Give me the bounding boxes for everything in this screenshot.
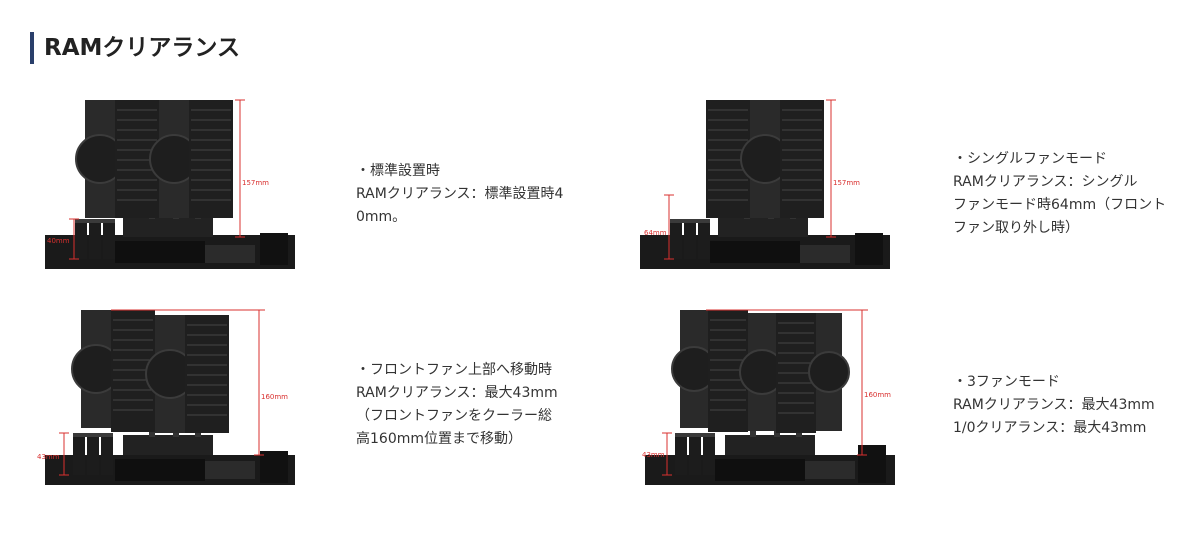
title-accent-bar — [30, 32, 34, 64]
description-heading: ・フロントファン上部へ移動時 — [356, 362, 552, 378]
cooler-diagram-single-fan: 157mm 64mm — [640, 95, 895, 280]
height-label: 157mm — [833, 179, 860, 187]
ram-clearance-label: 43mm — [37, 453, 60, 461]
description-heading: ・3ファンモード — [953, 374, 1060, 390]
cooler-diagram-front-fan-raised: 160mm 43mm — [35, 305, 300, 490]
description-line: ファンモード時64mm（フロント — [953, 197, 1167, 213]
cooler-diagram-standard: 157mm 40mm — [45, 95, 300, 280]
description-standard: ・標準設置時 RAMクリアランス：標準設置時4 0mm。 — [356, 160, 563, 229]
description-line: RAMクリアランス：最大43mm — [953, 397, 1155, 413]
description-line: RAMクリアランス：標準設置時4 — [356, 186, 564, 202]
description-line: 高160mm位置まで移動） — [356, 431, 522, 447]
description-heading: ・標準設置時 — [356, 163, 440, 179]
height-label: 157mm — [242, 179, 269, 187]
description-three-fan: ・3ファンモード RAMクリアランス：最大43mm 1/0クリアランス：最大43… — [953, 371, 1155, 440]
description-front-fan-raised: ・フロントファン上部へ移動時 RAMクリアランス：最大43mm （フロントファン… — [356, 359, 558, 451]
height-label: 160mm — [864, 391, 891, 399]
ram-clearance-label: 40mm — [47, 237, 70, 245]
description-line: 0mm。 — [356, 209, 407, 225]
description-single-fan: ・シングルファンモード RAMクリアランス：シングル ファンモード時64mm（フ… — [953, 148, 1166, 240]
description-line: RAMクリアランス：最大43mm — [356, 385, 558, 401]
description-line: 1/0クリアランス：最大43mm — [953, 420, 1147, 436]
description-line: （フロントファンをクーラー総 — [356, 408, 552, 424]
description-heading: ・シングルファンモード — [953, 151, 1107, 167]
ram-clearance-label: 43mm — [642, 451, 665, 459]
cooler-diagram-three-fan: 160mm 43mm — [640, 305, 900, 490]
height-label: 160mm — [261, 393, 288, 401]
section-title: RAMクリアランス — [44, 35, 240, 61]
ram-clearance-label: 64mm — [644, 229, 667, 237]
description-line: ファン取り外し時） — [953, 220, 1079, 236]
description-line: RAMクリアランス：シングル — [953, 174, 1138, 190]
